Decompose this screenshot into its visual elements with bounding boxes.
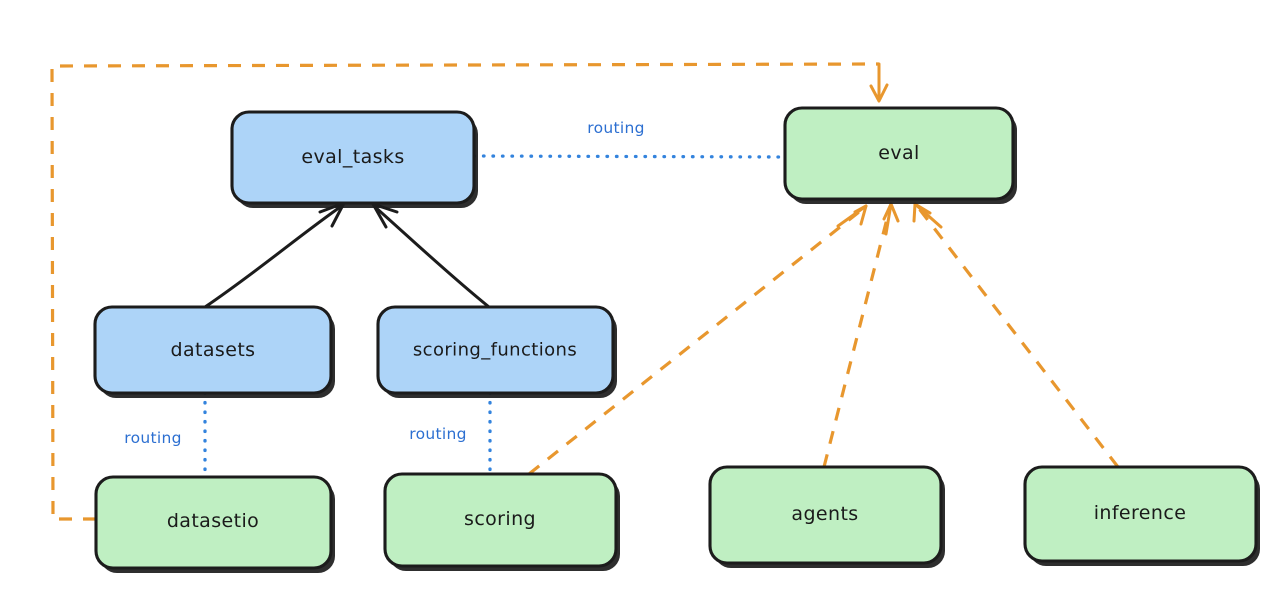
node-scoring[interactable]: scoring (383, 472, 620, 571)
edge-datasets-to-eval_tasks (203, 201, 346, 309)
edge-label-routing-datasetio: routing (124, 429, 182, 447)
node-label-eval_tasks: eval_tasks (301, 146, 404, 168)
node-label-scoring_functions: scoring_functions (413, 340, 577, 361)
node-eval_tasks[interactable]: eval_tasks (230, 110, 478, 208)
node-eval[interactable]: eval (783, 106, 1017, 204)
edge-label-routing-scoring: routing (409, 425, 467, 443)
node-datasetio[interactable]: datasetio (94, 475, 335, 573)
node-label-scoring: scoring (464, 508, 536, 530)
node-agents[interactable]: agents (708, 465, 945, 568)
edge-datasetio-to-eval (50, 62, 889, 521)
node-label-inference: inference (1094, 502, 1187, 524)
node-scoring_functions[interactable]: scoring_functions (376, 305, 617, 398)
node-datasets[interactable]: datasets (93, 305, 335, 398)
node-inference[interactable]: inference (1023, 465, 1260, 566)
node-label-agents: agents (791, 503, 858, 525)
edge-agents-to-eval (822, 202, 900, 468)
edge-eval_tasks-to-eval (472, 154, 787, 159)
node-label-datasetio: datasetio (167, 510, 259, 532)
edge-scoring_functions-to-eval_tasks (371, 202, 491, 309)
node-label-datasets: datasets (171, 339, 256, 361)
node-label-eval: eval (878, 142, 919, 164)
edge-label-routing-eval: routing (587, 119, 645, 137)
edge-inference-to-eval (912, 202, 1120, 468)
edge-scoring-to-eval (528, 204, 868, 476)
